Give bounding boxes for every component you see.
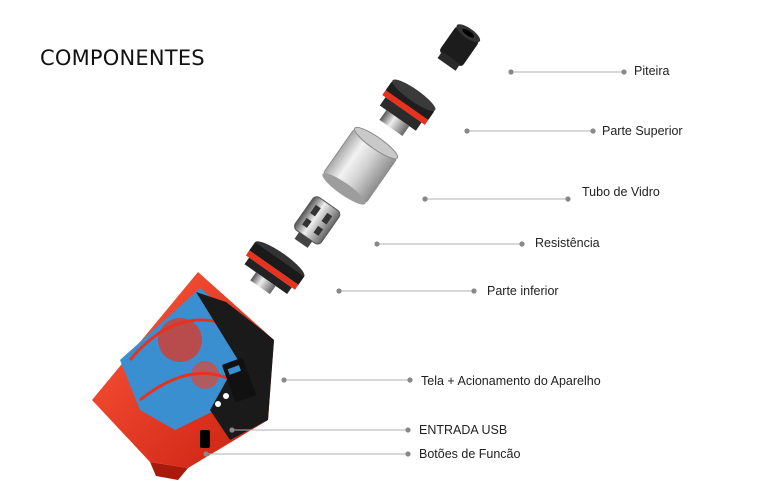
- leader-dots: [203, 69, 627, 457]
- top-cap-part: [379, 79, 436, 136]
- mod-device: [92, 272, 274, 480]
- label-function-buttons: Botões de Funcão: [419, 447, 521, 461]
- coil-part: [294, 196, 341, 248]
- leader-lines: [206, 71, 624, 455]
- label-usb-port: ENTRADA USB: [419, 423, 508, 437]
- label-screen-fire: Tela + Acionamento do Aparelho: [421, 374, 601, 388]
- drip-tip-part: [437, 24, 481, 71]
- base-part: [244, 241, 305, 295]
- label-top-cap: Parte Superior: [602, 124, 683, 138]
- label-base: Parte inferior: [487, 284, 559, 298]
- label-drip-tip: Piteira: [634, 64, 670, 78]
- label-glass-tube: Tubo de Vidro: [582, 185, 660, 199]
- glass-tube-part: [322, 126, 399, 205]
- label-coil: Resistência: [535, 236, 600, 250]
- page-title: COMPONENTES: [40, 46, 205, 70]
